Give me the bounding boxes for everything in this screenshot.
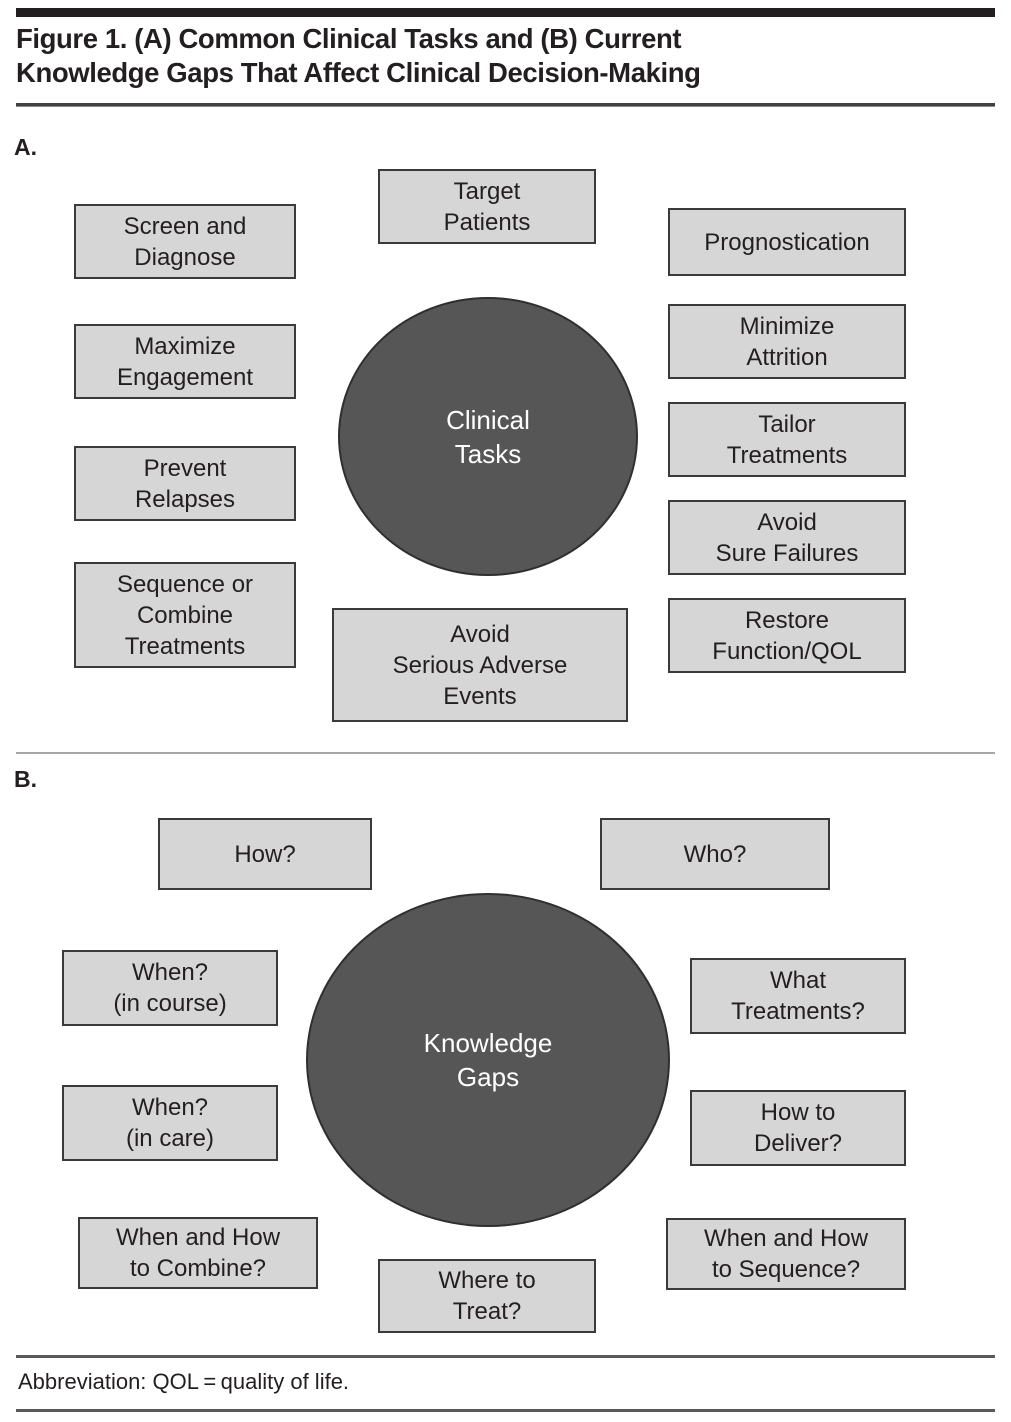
panel-b-label: B. <box>14 766 37 792</box>
figure-title-line-2: Knowledge Gaps That Affect Clinical Deci… <box>16 57 701 88</box>
top-rule <box>16 8 995 17</box>
hub-clinical-tasks: Clinical Tasks <box>338 297 638 576</box>
footnote-top-rule <box>16 1355 995 1358</box>
node-how-to-deliver: How to Deliver? <box>690 1090 906 1166</box>
node-tailor-treatments: Tailor Treatments <box>668 402 906 477</box>
node-who: Who? <box>600 818 830 890</box>
node-what-treatments: What Treatments? <box>690 958 906 1034</box>
node-maximize-engagement: Maximize Engagement <box>74 324 296 399</box>
node-prevent-relapses: Prevent Relapses <box>74 446 296 521</box>
footnote-bottom-rule <box>16 1409 995 1412</box>
node-sequence-or-combine-treatments: Sequence or Combine Treatments <box>74 562 296 668</box>
node-when-in-course: When? (in course) <box>62 950 278 1026</box>
hub-knowledge-gaps: Knowledge Gaps <box>306 893 670 1227</box>
title-bottom-rule <box>16 103 995 107</box>
panel-divider-rule <box>16 752 995 754</box>
node-when-and-how-to-sequence: When and How to Sequence? <box>666 1218 906 1290</box>
panel-a-label: A. <box>14 134 37 160</box>
node-avoid-serious-adverse-events: Avoid Serious Adverse Events <box>332 608 628 722</box>
figure-title: Figure 1. (A) Common Clinical Tasks and … <box>16 22 991 90</box>
abbreviation-note: Abbreviation: QOL = quality of life. <box>18 1369 350 1394</box>
node-when-in-care: When? (in care) <box>62 1085 278 1161</box>
node-where-to-treat: Where to Treat? <box>378 1259 596 1333</box>
figure-title-line-1: Figure 1. (A) Common Clinical Tasks and … <box>16 23 682 54</box>
node-screen-and-diagnose: Screen and Diagnose <box>74 204 296 279</box>
node-prognostication: Prognostication <box>668 208 906 276</box>
node-how: How? <box>158 818 372 890</box>
node-restore-function-qol: Restore Function/QOL <box>668 598 906 673</box>
node-target-patients: Target Patients <box>378 169 596 244</box>
node-when-and-how-to-combine: When and How to Combine? <box>78 1217 318 1289</box>
node-avoid-sure-failures: Avoid Sure Failures <box>668 500 906 575</box>
node-minimize-attrition: Minimize Attrition <box>668 304 906 379</box>
